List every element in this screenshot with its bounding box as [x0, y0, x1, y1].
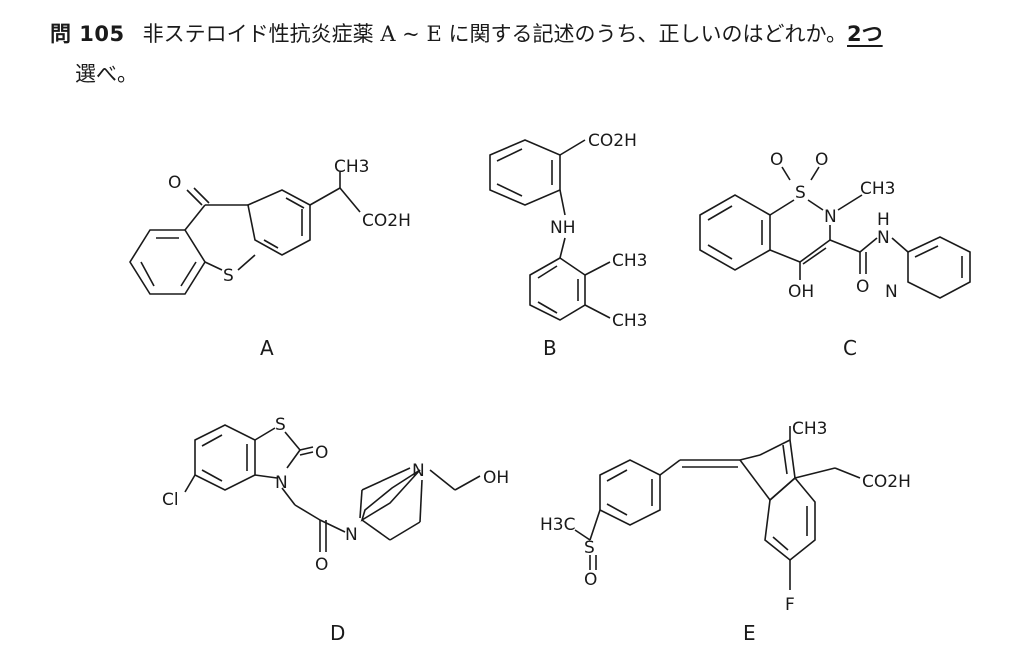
- atom-a-co2h: CO2H: [362, 211, 411, 231]
- atom-d-oxo: O: [315, 443, 328, 463]
- atom-e-ch3: CH3: [792, 419, 827, 439]
- question-number: 問 105: [50, 22, 125, 46]
- atom-e-sulfinyl-o: O: [584, 570, 597, 590]
- structure-e: CH3 CO2H H3C S O F E: [540, 419, 911, 645]
- atom-c-n-ring: N: [824, 207, 837, 227]
- atom-c-oh: OH: [788, 282, 814, 302]
- atom-d-n-amide: N: [345, 525, 358, 545]
- atom-c-sulfonyl-o2: O: [815, 150, 828, 170]
- label-e: E: [743, 621, 756, 645]
- atom-c-sulfonyl-o1: O: [770, 150, 783, 170]
- answer-count: 2つ: [847, 22, 883, 46]
- structure-d: S O Cl N N N OH O D: [162, 415, 509, 645]
- atom-a-ch3: CH3: [334, 157, 369, 177]
- label-a: A: [260, 336, 274, 360]
- atom-e-f: F: [785, 595, 795, 615]
- label-d: D: [330, 621, 345, 645]
- atom-d-n-thiazolone: N: [275, 473, 288, 493]
- structure-a: O S CH3 CO2H A: [129, 157, 411, 360]
- atom-a-oxo: O: [168, 173, 181, 193]
- atom-c-carbonyl-o: O: [856, 277, 869, 297]
- atom-a-s: S: [223, 266, 234, 286]
- atom-d-carbonyl-o: O: [315, 555, 328, 575]
- label-b: B: [543, 336, 557, 360]
- atom-c-amide-n: N: [877, 228, 890, 248]
- atom-b-co2h: CO2H: [588, 131, 637, 151]
- structure-c: O O S N CH3 H N OH O N C: [699, 150, 971, 360]
- structure-b: CO2H NH CH3 CH3 B: [489, 131, 647, 360]
- atom-b-nh: NH: [550, 218, 576, 238]
- atom-d-oh: OH: [483, 468, 509, 488]
- question-text: 非ステロイド性抗炎症薬 A ~ E に関する記述のうち、正しいのはどれか。: [142, 22, 848, 46]
- atom-e-h3c: H3C: [540, 515, 575, 535]
- atom-c-ch3: CH3: [860, 179, 895, 199]
- atom-d-s: S: [275, 415, 286, 435]
- atom-c-pyridine-n: N: [885, 282, 898, 302]
- atom-c-amide-h: H: [877, 210, 890, 230]
- atom-d-n-piperazine: N: [412, 461, 425, 481]
- question-text-line2: 選べ。: [75, 62, 138, 86]
- atom-e-s: S: [584, 538, 595, 558]
- label-c: C: [843, 336, 857, 360]
- atom-c-s: S: [795, 183, 806, 203]
- atom-e-co2h: CO2H: [862, 472, 911, 492]
- atom-b-ch3-lower: CH3: [612, 311, 647, 331]
- atom-d-cl: Cl: [162, 490, 179, 510]
- question-stem: 問 105 非ステロイド性抗炎症薬 A ~ E に関する記述のうち、正しいのはどれ…: [50, 18, 1000, 50]
- atom-b-ch3-upper: CH3: [612, 251, 647, 271]
